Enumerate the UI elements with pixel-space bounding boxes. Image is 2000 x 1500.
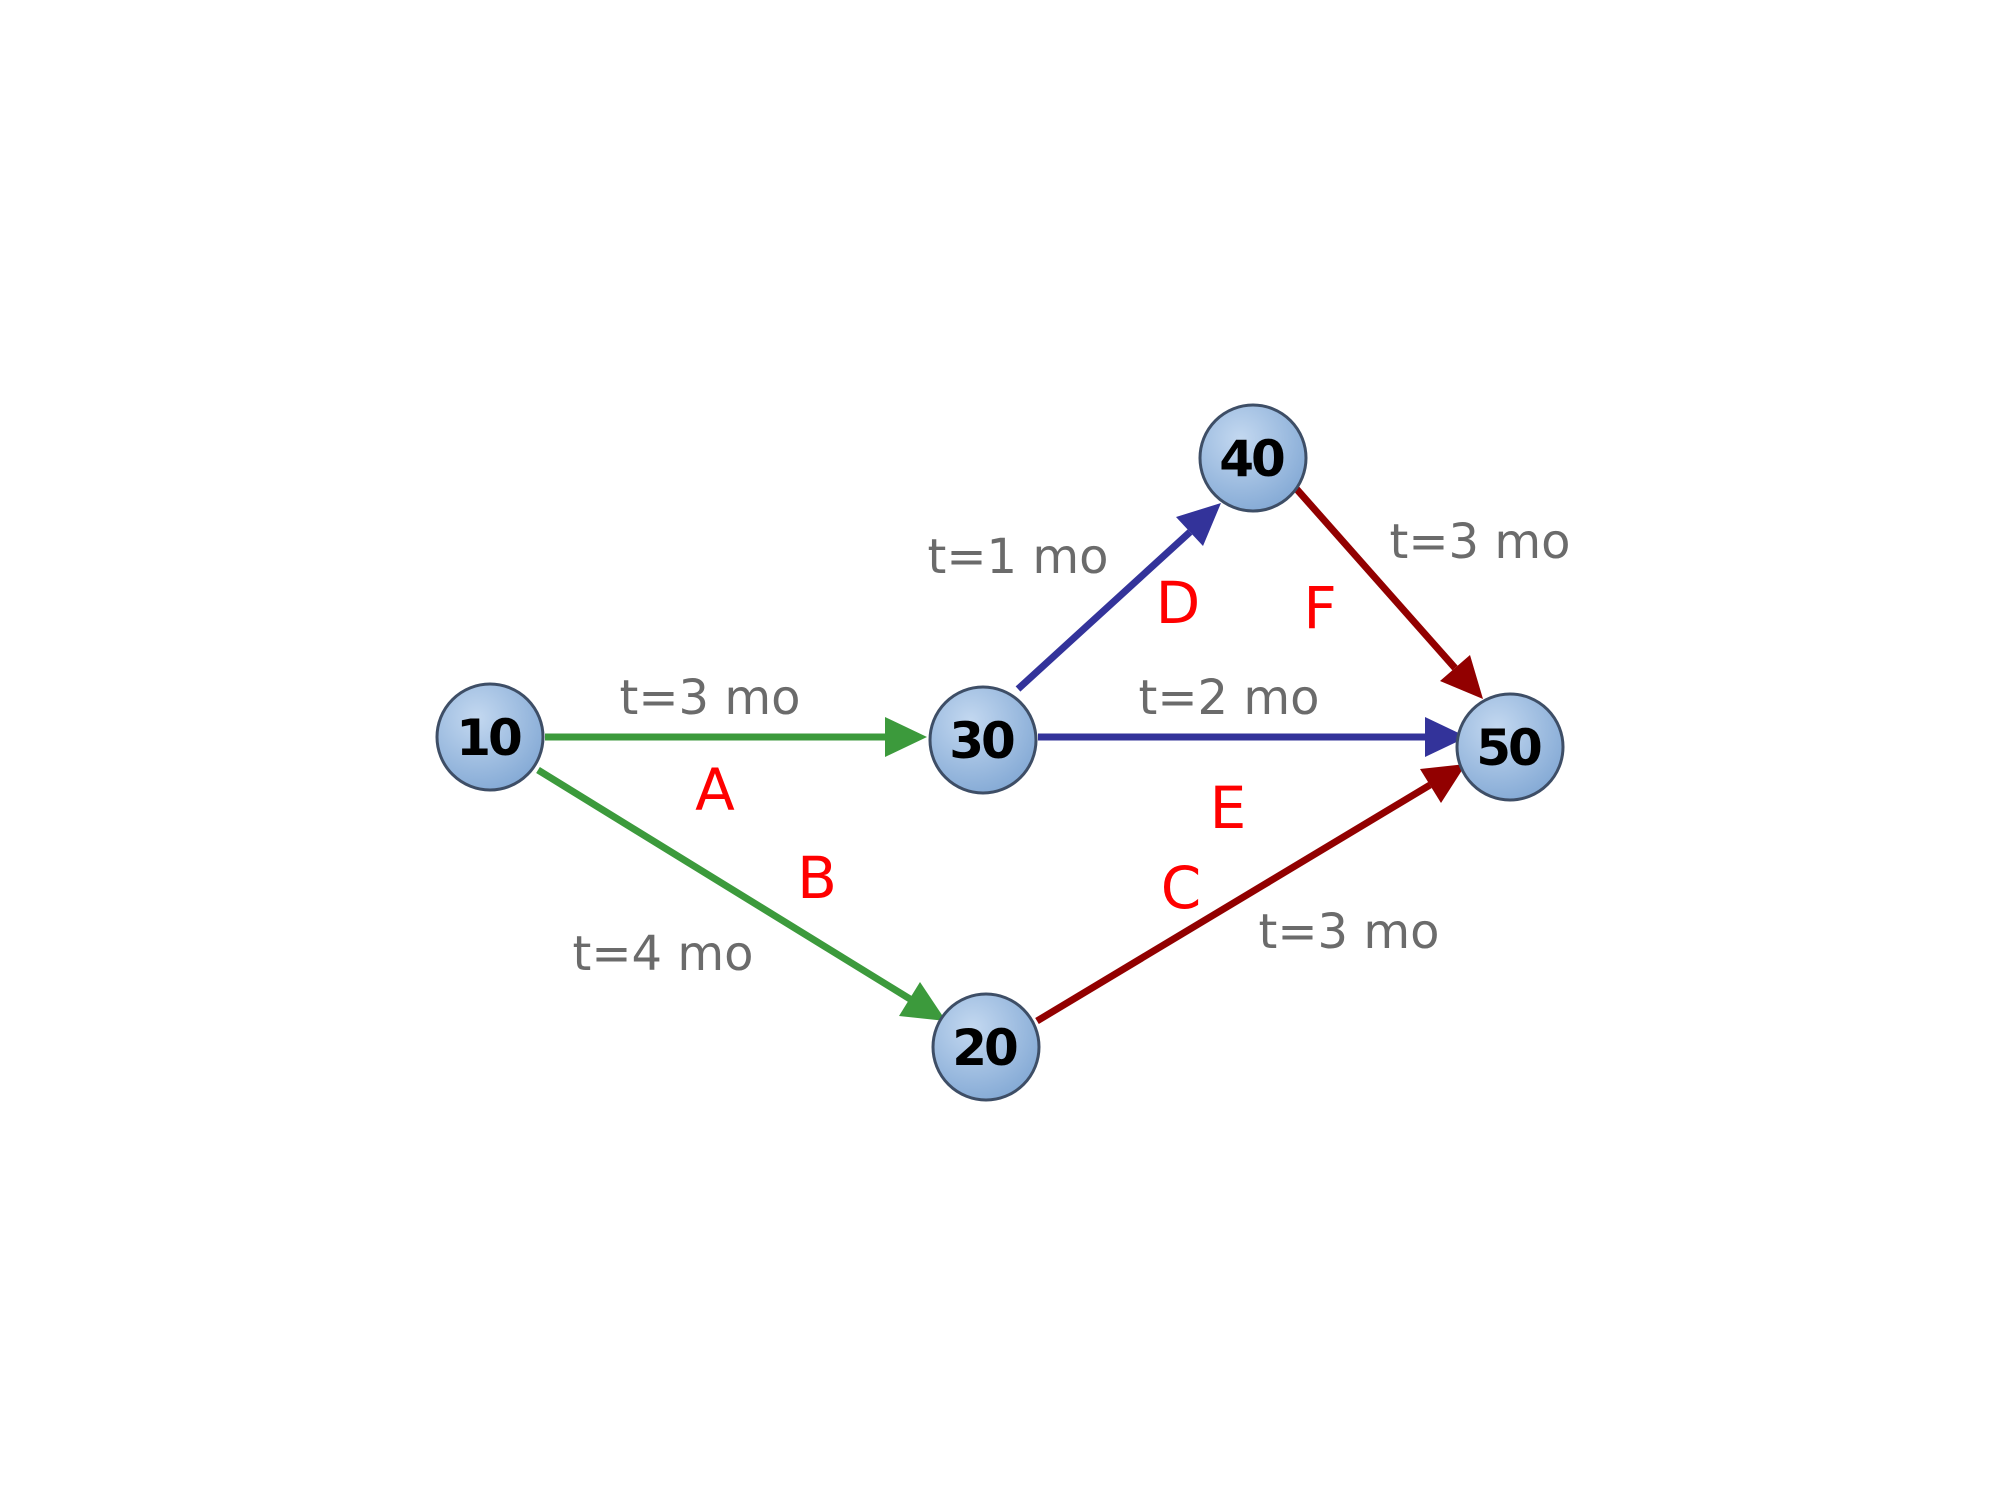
- node-10-circle: [435, 682, 545, 792]
- duration-label-A: t=3 mo: [620, 670, 801, 726]
- duration-label-D: t=1 mo: [928, 529, 1109, 585]
- edge-C-arrowhead: [1420, 764, 1466, 803]
- edge-F: [1290, 482, 1483, 699]
- edge-F-line: [1290, 482, 1458, 671]
- activity-label-E: E: [1210, 774, 1247, 842]
- edge-D-line: [1015, 529, 1193, 692]
- edge-E-arrowhead: [1425, 717, 1467, 757]
- duration-label-F: t=3 mo: [1390, 514, 1571, 570]
- activity-label-D: D: [1156, 569, 1201, 637]
- node-20-circle: [931, 992, 1041, 1102]
- edge-A-arrowhead: [885, 717, 927, 757]
- node-10-label: 10: [456, 709, 521, 767]
- node-30-label: 30: [949, 712, 1014, 770]
- node-40: 40: [1198, 403, 1308, 513]
- edge-D: [1015, 503, 1221, 692]
- activity-label-C: C: [1161, 854, 1202, 922]
- duration-label-C: t=3 mo: [1259, 904, 1440, 960]
- node-50-label: 50: [1476, 719, 1541, 777]
- node-50: 50: [1455, 692, 1565, 802]
- node-40-circle: [1198, 403, 1308, 513]
- activity-label-B: B: [797, 844, 837, 912]
- activity-label-F: F: [1303, 574, 1336, 642]
- edge-C: [1035, 764, 1466, 1025]
- edge-A: [545, 717, 927, 757]
- edge-E: [1038, 717, 1467, 757]
- node-30-circle: [928, 685, 1038, 795]
- node-50-circle: [1455, 692, 1565, 802]
- edge-B: [536, 767, 946, 1021]
- node-20: 20: [931, 992, 1041, 1102]
- node-40-label: 40: [1219, 430, 1284, 488]
- duration-label-B: t=4 mo: [573, 926, 754, 982]
- node-30: 30: [928, 685, 1038, 795]
- edge-C-line: [1035, 781, 1432, 1025]
- edge-F-arrowhead: [1440, 655, 1483, 699]
- edge-B-arrowhead: [899, 982, 946, 1021]
- edge-B-line: [536, 767, 912, 1002]
- edge-D-arrowhead: [1176, 503, 1221, 546]
- node-10: 10: [435, 682, 545, 792]
- duration-label-E: t=2 mo: [1139, 670, 1320, 726]
- node-20-label: 20: [952, 1019, 1017, 1077]
- activity-label-A: A: [695, 756, 735, 824]
